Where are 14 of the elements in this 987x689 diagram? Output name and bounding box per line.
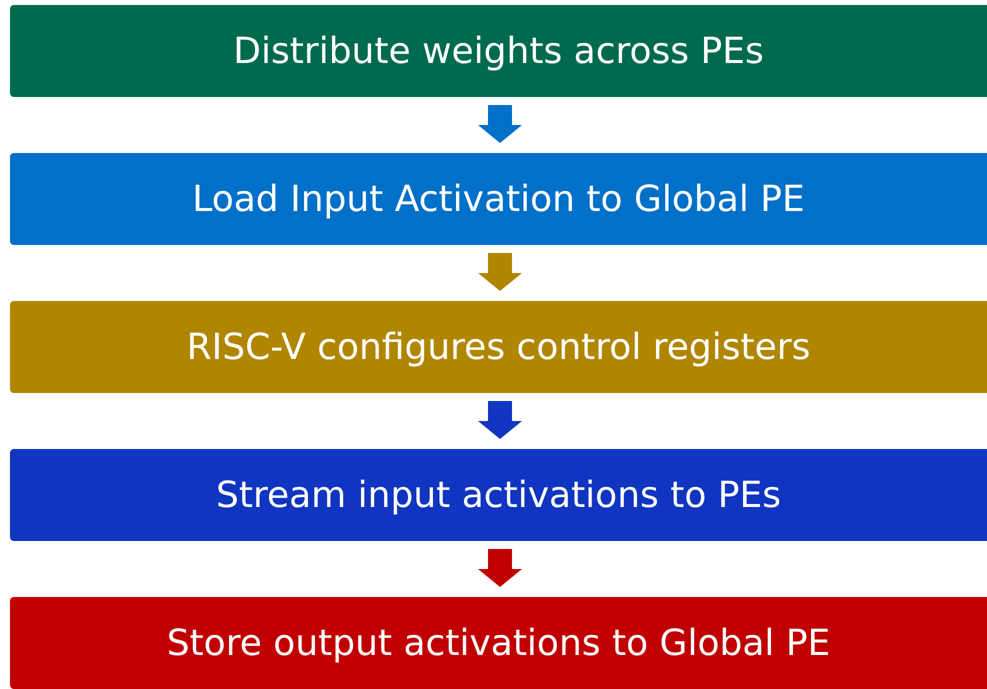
process-box [10, 301, 987, 393]
step-text: RISC-V configures control registers [186, 326, 810, 370]
arrow [478, 105, 522, 143]
step-text: Load Input Activation to Global PE [192, 178, 805, 222]
arrow [478, 401, 522, 439]
step-text: Stream input activations to PEs [216, 474, 782, 518]
process-box [10, 153, 987, 245]
process-box [10, 449, 987, 541]
arrow [478, 549, 522, 587]
process-box [10, 597, 987, 689]
arrow [478, 253, 522, 291]
process-box [10, 5, 987, 97]
step-text: Store output activations to Global PE [166, 622, 830, 666]
step-text: Distribute weights across PEs [233, 30, 764, 74]
